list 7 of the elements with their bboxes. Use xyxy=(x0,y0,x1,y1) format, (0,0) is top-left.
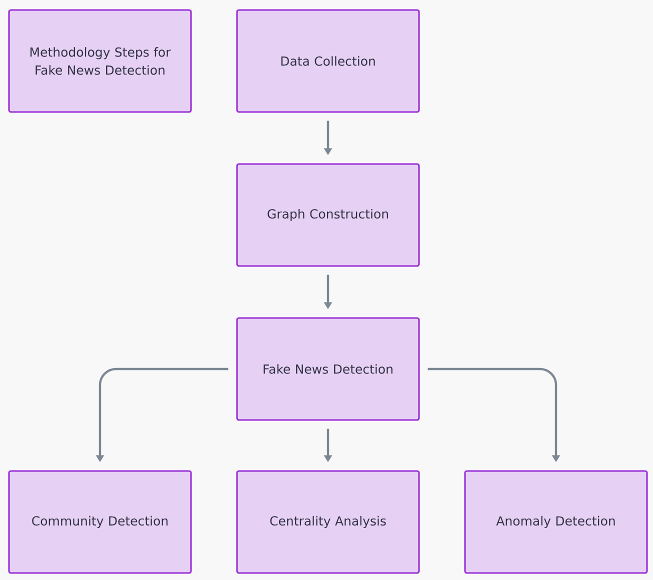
process-box: Methodology Steps for Fake News Detection xyxy=(8,9,192,113)
process-box: Graph Construction xyxy=(236,163,420,267)
process-box: Fake News Detection xyxy=(236,317,420,421)
process-box: Data Collection xyxy=(236,9,420,113)
process-box: Anomaly Detection xyxy=(464,470,648,574)
process-box: Centrality Analysis xyxy=(236,470,420,574)
process-box: Community Detection xyxy=(8,470,192,574)
